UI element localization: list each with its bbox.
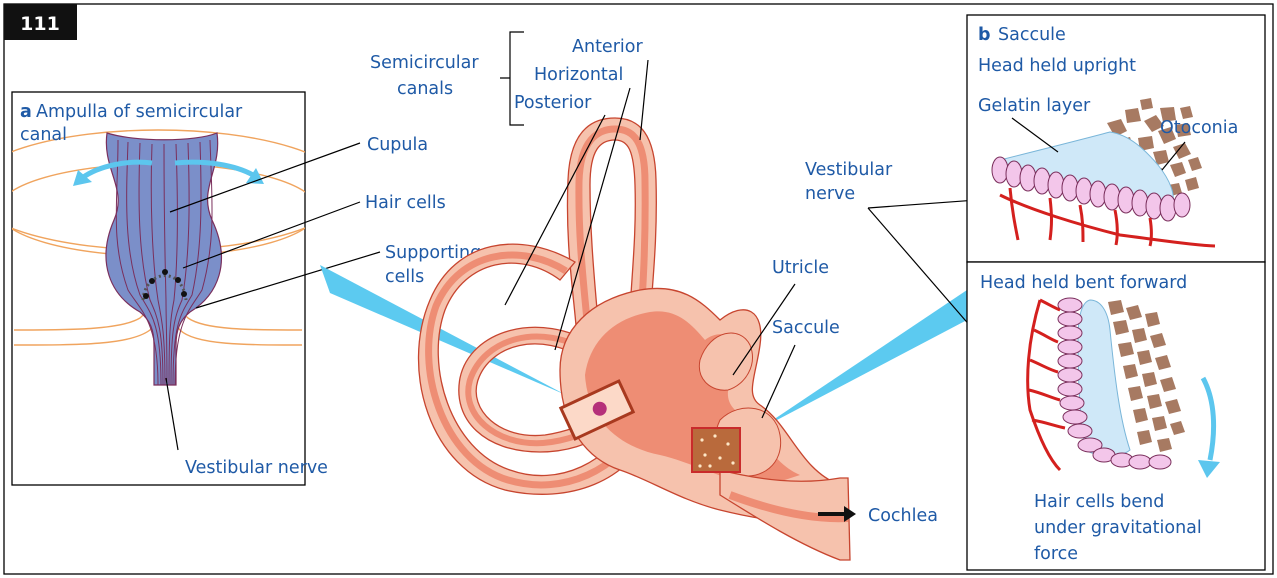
label-bend-line3: force: [1034, 544, 1078, 564]
label-utricle: Utricle: [772, 258, 829, 278]
label-gelatin: Gelatin layer: [978, 96, 1091, 116]
label-semicircular-line1: Semicircular: [370, 53, 479, 73]
beam-saccule: [758, 290, 967, 430]
label-otoconia: Otoconia: [1160, 118, 1238, 138]
label-bend-line1: Hair cells bend: [1034, 492, 1164, 512]
label-saccule-center: Saccule: [772, 318, 840, 338]
label-anterior: Anterior: [572, 37, 643, 57]
panel-b-letter: b: [978, 25, 991, 45]
panel-b-title: Saccule: [998, 25, 1066, 45]
panel-b-upright: b Saccule Head held upright Gelatin laye…: [967, 15, 1265, 262]
panel-a-title-line2: canal: [20, 125, 67, 145]
label-vestibular-line1: Vestibular: [805, 160, 893, 180]
label-posterior: Posterior: [514, 93, 592, 113]
label-supporting-line2: cells: [385, 267, 424, 287]
label-bend-line2: under gravitational: [1034, 518, 1202, 538]
panel-a-letter: a: [20, 102, 32, 122]
label-vestibular-nerve-a: Vestibular nerve: [185, 458, 328, 478]
label-head-upright: Head held upright: [978, 56, 1136, 76]
panel-a-title-line1: Ampulla of semicircular: [36, 102, 243, 122]
cochlea-arrowhead: [844, 506, 856, 522]
leader-anterior: [640, 60, 648, 140]
label-head-bent: Head held bent forward: [980, 273, 1187, 293]
panel-b-bent: Head held bent forward Hair cells bend u…: [967, 262, 1265, 570]
label-vestibular-line2: nerve: [805, 184, 855, 204]
label-hair-cells: Hair cells: [365, 193, 446, 213]
panel-a-ampulla: a Ampulla of semicircular canal Cupula H…: [0, 92, 481, 485]
label-cupula: Cupula: [367, 135, 428, 155]
label-cochlea: Cochlea: [868, 506, 938, 526]
labyrinth: [419, 118, 856, 560]
saccule-window: [692, 428, 740, 472]
label-semicircular-line2: canals: [397, 79, 453, 99]
label-horizontal: Horizontal: [534, 65, 623, 85]
leader-saccule: [762, 345, 795, 418]
figure-number: 111: [20, 13, 60, 35]
